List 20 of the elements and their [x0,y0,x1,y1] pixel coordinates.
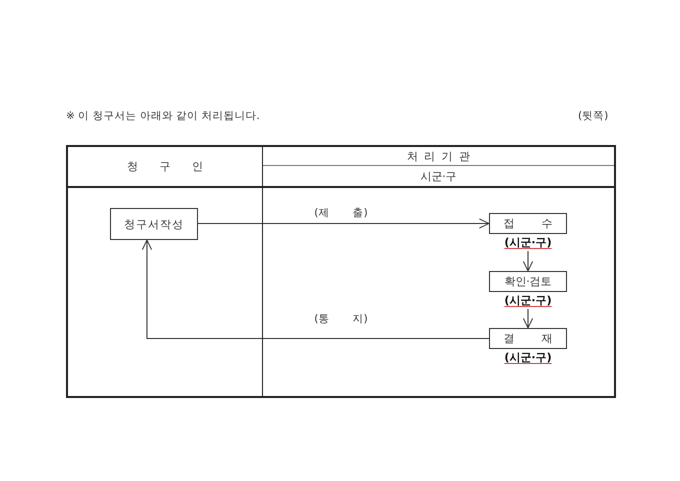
process-box: 결 재 [489,328,567,349]
box-caption: (시군·구) [504,294,552,308]
arrow [522,308,534,328]
page-note: (뒷쪽) [578,110,608,123]
edge-label: (통 지) [314,313,368,326]
lane-subheader: 시군·구 [263,166,614,188]
lane-header: 처 리 기 관 [263,147,614,166]
box-caption: (시군·구) [504,236,552,250]
swimlane [263,145,616,398]
arrow [198,218,490,229]
process-box: 접 수 [489,213,567,234]
lane-header: 청 구 인 [68,147,262,188]
swimlane [66,145,263,398]
edge-label: (제 출) [314,207,368,220]
arrow [522,250,534,272]
box-caption: (시군·구) [504,351,552,365]
process-box: 청구서작성 [110,208,198,240]
process-box: 확인·검토 [489,271,567,292]
arrow [142,240,490,339]
note-text: ※ 이 청구서는 아래와 같이 처리됩니다. [66,110,260,123]
